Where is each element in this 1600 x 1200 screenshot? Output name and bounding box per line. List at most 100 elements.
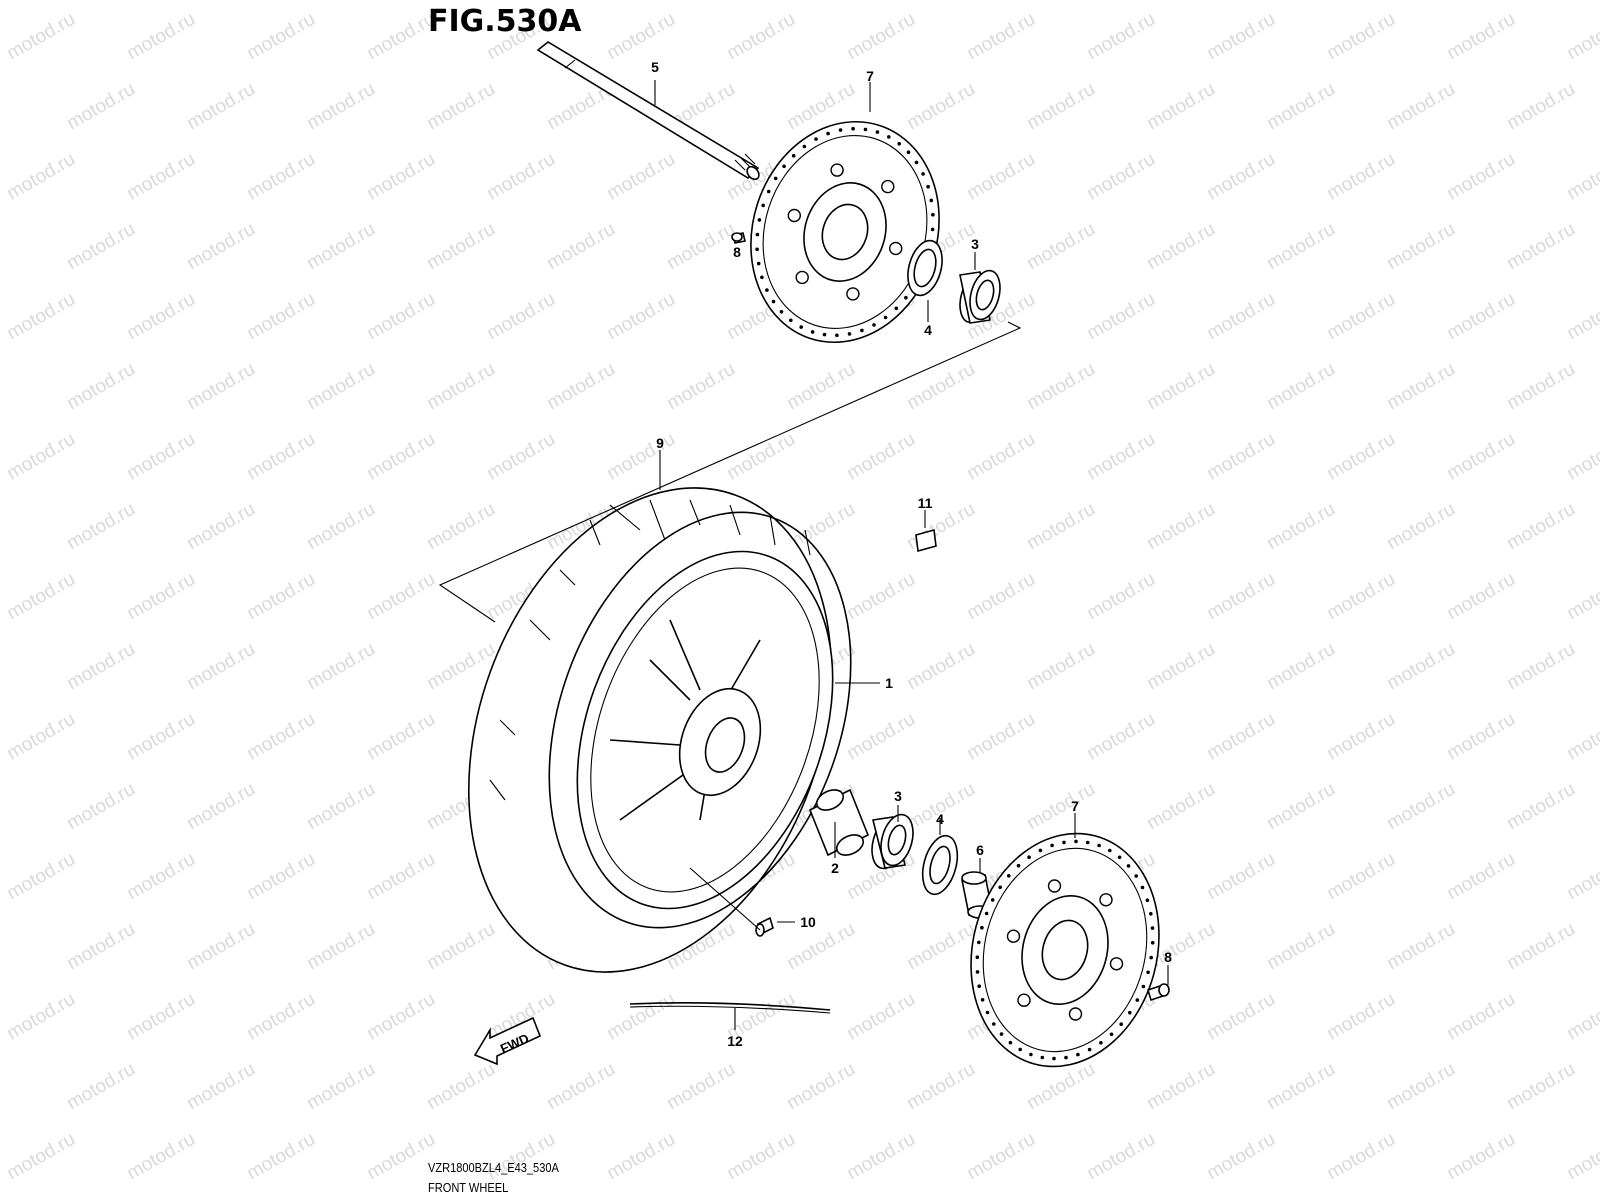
callout-7-upper[interactable]: 7 [866, 68, 874, 84]
watermark-text: motod.ru [123, 149, 198, 205]
watermark-text: motod.ru [1383, 359, 1458, 415]
disc-rivet [1047, 879, 1062, 893]
watermark-text: motod.ru [63, 79, 138, 135]
disc-rivet [881, 179, 895, 194]
watermark-text: motod.ru [1143, 219, 1218, 275]
seal-upper [907, 239, 943, 297]
watermark-text: motod.ru [183, 779, 258, 835]
watermark-text: motod.ru [903, 639, 978, 695]
disc-hole [1119, 1022, 1123, 1026]
watermark-text: motod.ru [63, 499, 138, 555]
callout-11[interactable]: 11 [917, 495, 933, 511]
watermark-text: motod.ru [363, 289, 438, 345]
callout-3-upper[interactable]: 3 [971, 236, 979, 252]
callout-6[interactable]: 6 [976, 842, 984, 858]
watermark-text: motod.ru [663, 359, 738, 415]
callout-9[interactable]: 9 [656, 435, 664, 451]
disc-rivet [1017, 993, 1031, 1007]
model-code: VZR1800BZL4_E43_530A [428, 1160, 559, 1175]
watermark-text: motod.ru [1263, 499, 1338, 555]
disc-bolt-upper [731, 232, 746, 244]
disc-hole [999, 1032, 1004, 1036]
watermark-text: motod.ru [963, 709, 1038, 765]
callout-4-upper[interactable]: 4 [924, 322, 932, 338]
watermark-text: motod.ru [1203, 569, 1278, 625]
watermark-text: motod.ru [123, 289, 198, 345]
disc-hole [779, 310, 784, 314]
disc-rivet [1006, 929, 1021, 943]
watermark-text: motod.ru [1563, 849, 1600, 905]
watermark-text: motod.ru [783, 359, 858, 415]
watermark-text: motod.ru [3, 149, 78, 205]
watermark-text: motod.ru [3, 429, 78, 485]
watermark-text: motod.ru [1083, 709, 1158, 765]
disc-hole [984, 911, 989, 916]
disc-hole [875, 130, 880, 134]
watermark-text: motod.ru [1323, 569, 1398, 625]
callout-3-lower[interactable]: 3 [894, 788, 902, 804]
watermark-text: motod.ru [783, 919, 858, 975]
callout-7-lower[interactable]: 7 [1071, 798, 1079, 814]
watermark-text: motod.ru [903, 359, 978, 415]
watermark-text: motod.ru [183, 219, 258, 275]
disc-hole [1062, 840, 1066, 845]
watermark-text: motod.ru [1263, 359, 1338, 415]
disc-hole [1018, 1047, 1022, 1052]
callout-2[interactable]: 2 [831, 860, 839, 876]
watermark-text: motod.ru [123, 709, 198, 765]
watermark-text: motod.ru [63, 219, 138, 275]
callout-8-upper[interactable]: 8 [733, 244, 741, 260]
watermark-text: motod.ru [3, 9, 78, 65]
watermark-text: motod.ru [1203, 149, 1278, 205]
watermark-text: motod.ru [303, 919, 378, 975]
disc-hole [851, 126, 855, 131]
disc-rivet [795, 270, 809, 285]
watermark-text: motod.ru [303, 79, 378, 135]
callout-5[interactable]: 5 [651, 59, 659, 75]
disc-rivet [1068, 1007, 1083, 1021]
watermark-text: motod.ru [1083, 289, 1158, 345]
watermark-text: motod.ru [1443, 9, 1518, 65]
disc-hole [1016, 863, 1021, 868]
watermark-text: motod.ru [423, 499, 498, 555]
watermark-text: motod.ru [843, 569, 918, 625]
callout-4-lower[interactable]: 4 [936, 811, 944, 827]
watermark-text: motod.ru [603, 9, 678, 65]
callout-12[interactable]: 12 [727, 1033, 743, 1049]
watermark-text: motod.ru [903, 919, 978, 975]
watermark-text: motod.ru [63, 359, 138, 415]
watermark-text: motod.ru [363, 989, 438, 1045]
watermark-text: motod.ru [663, 1059, 738, 1115]
watermark-text: motod.ru [1203, 429, 1278, 485]
disc-bolt-lower [1147, 983, 1170, 1002]
disc-hole [998, 885, 1002, 890]
watermark-text: motod.ru [63, 919, 138, 975]
disc-hole [1149, 955, 1153, 960]
watermark-text: motod.ru [1563, 569, 1600, 625]
watermark-text: motod.ru [1563, 709, 1600, 765]
watermark-text: motod.ru [183, 359, 258, 415]
callout-10[interactable]: 10 [800, 914, 816, 930]
watermark-text: motod.ru [1203, 989, 1278, 1045]
watermark-text: motod.ru [963, 9, 1038, 65]
watermark-text: motod.ru [543, 359, 618, 415]
callout-1[interactable]: 1 [885, 675, 893, 691]
watermark-text: motod.ru [123, 989, 198, 1045]
disc-hole [1040, 1055, 1045, 1060]
disc-hole [810, 330, 815, 334]
watermark-text: motod.ru [483, 149, 558, 205]
disc-hole [894, 306, 899, 311]
watermark-text: motod.ru [303, 359, 378, 415]
disc-hole [1029, 1052, 1033, 1057]
watermark-text: motod.ru [843, 429, 918, 485]
disc-hole [930, 227, 935, 232]
disc-hole [980, 998, 985, 1002]
disc-hole [757, 218, 762, 222]
disc-hole [887, 135, 891, 139]
disc-hole [761, 203, 765, 208]
callout-8-lower[interactable]: 8 [1164, 949, 1172, 965]
disc-hole [1064, 1055, 1068, 1060]
watermark-text: motod.ru [1563, 1129, 1600, 1185]
watermark-text: motod.ru [1563, 429, 1600, 485]
watermark-text: motod.ru [1203, 9, 1278, 65]
